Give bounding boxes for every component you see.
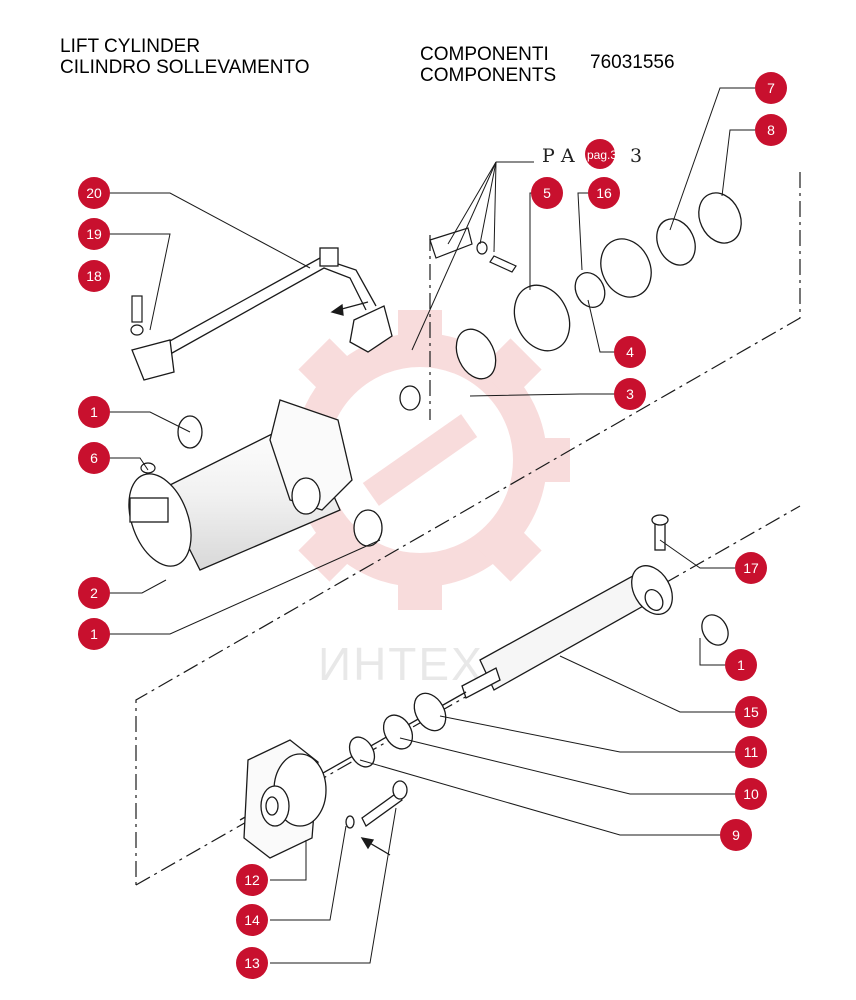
svg-text:9: 9 (732, 827, 740, 843)
svg-text:1: 1 (737, 657, 745, 673)
svg-text:7: 7 (767, 80, 775, 96)
page-ref-text: P A (542, 145, 575, 167)
section-block: COMPONENTI COMPONENTS (420, 44, 556, 86)
callout-6: 6 (78, 442, 110, 474)
title-it: CILINDRO SOLLEVAMENTO (60, 57, 310, 78)
svg-text:13: 13 (244, 955, 260, 971)
end-cap-flange (243, 739, 327, 859)
callout-12: 12 (236, 864, 268, 896)
section-en: COMPONENTS (420, 65, 557, 86)
page-reference: P A pag.3 3 (411, 139, 642, 351)
watermark-text: ИНТЕХ (318, 638, 484, 690)
svg-text:16: 16 (596, 185, 612, 201)
screw-lower (345, 780, 408, 829)
hydraulic-pipe (131, 247, 393, 381)
svg-text:1: 1 (90, 626, 98, 642)
cylinder-barrel (128, 399, 383, 571)
callout-1a: 1 (78, 396, 110, 428)
callout-14: 14 (236, 904, 268, 936)
callout-1b: 1 (78, 618, 110, 650)
svg-text:12: 12 (244, 872, 260, 888)
callouts: 20 19 18 1 6 2 1 7 8 5 16 4 3 17 1 15 11… (78, 72, 787, 979)
callout-16: 16 (588, 177, 620, 209)
seal-rings-lower (348, 614, 729, 768)
callout-4: 4 (614, 336, 646, 368)
page-ref-badge: pag.3 (587, 148, 617, 162)
callout-10: 10 (735, 778, 767, 810)
callout-15: 15 (735, 696, 767, 728)
callout-9: 9 (720, 819, 752, 851)
svg-text:4: 4 (626, 344, 634, 360)
callout-11: 11 (735, 736, 767, 768)
callout-5: 5 (531, 177, 563, 209)
callout-18: 18 (78, 260, 110, 292)
part-number: 76031556 (590, 52, 675, 73)
direction-arrows (330, 301, 391, 856)
svg-text:19: 19 (86, 226, 102, 242)
svg-text:15: 15 (743, 704, 759, 720)
leader-lines (110, 87, 755, 964)
callout-1c: 1 (725, 649, 757, 681)
svg-text:14: 14 (244, 912, 260, 928)
page-ref-badge-bg (585, 139, 615, 169)
svg-text:8: 8 (767, 122, 775, 138)
callout-17: 17 (735, 552, 767, 584)
svg-text:2: 2 (90, 585, 98, 601)
svg-text:6: 6 (90, 450, 98, 466)
svg-text:1: 1 (90, 404, 98, 420)
svg-text:17: 17 (743, 560, 759, 576)
title-block: LIFT CYLINDER CILINDRO SOLLEVAMENTO (60, 36, 310, 78)
page-ref-suffix: 3 (630, 145, 642, 167)
svg-text:5: 5 (543, 185, 551, 201)
callout-13: 13 (236, 947, 268, 979)
callout-2: 2 (78, 577, 110, 609)
callout-3: 3 (614, 378, 646, 410)
callout-19: 19 (78, 218, 110, 250)
section-it: COMPONENTI (420, 44, 549, 65)
svg-text:18: 18 (86, 268, 102, 284)
callout-7: 7 (755, 72, 787, 104)
svg-text:10: 10 (743, 786, 759, 802)
svg-text:3: 3 (626, 386, 634, 402)
bracket-and-bolts (130, 227, 517, 474)
title-en: LIFT CYLINDER (60, 36, 201, 57)
piston-seals-upper (399, 192, 742, 411)
callout-20: 20 (78, 177, 110, 209)
svg-text:20: 20 (86, 185, 102, 201)
callout-8: 8 (755, 114, 787, 146)
svg-text:11: 11 (744, 744, 759, 760)
